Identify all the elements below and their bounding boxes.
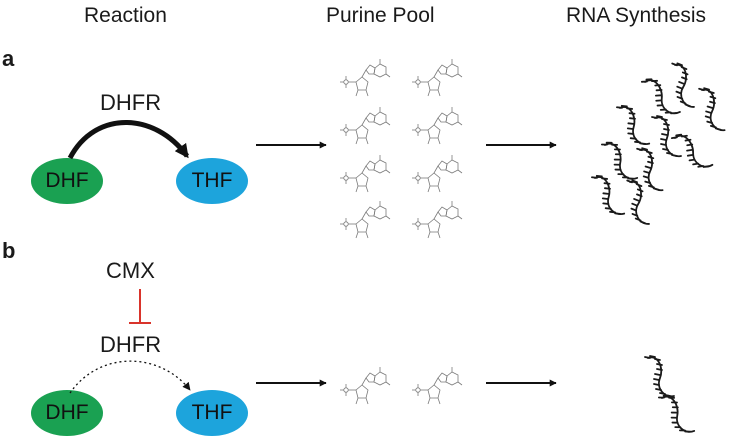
purine-molecule-a xyxy=(412,201,463,239)
panel-a-thf-label: THF xyxy=(191,169,233,192)
rna-strand-a xyxy=(600,141,639,180)
purine-molecule-b xyxy=(412,367,463,405)
rna-strand-a xyxy=(626,179,650,225)
panel-a-thf-node: THF xyxy=(176,158,248,204)
panel-b-dhf-label: DHF xyxy=(45,401,89,424)
rna-strand-a xyxy=(670,133,714,168)
panel-b-enzyme-label: DHFR xyxy=(100,332,162,357)
purine-molecule-a xyxy=(412,59,463,97)
panel-b-thf-node: THF xyxy=(176,390,248,436)
rna-strand-a xyxy=(698,87,726,132)
panel-b-inhibitor-label: CMX xyxy=(106,258,155,283)
purine-molecule-a xyxy=(412,107,463,145)
panel-a-conversion-arrow xyxy=(67,120,190,160)
rna-strand-b xyxy=(644,355,675,398)
panel-a-dhf-label: DHF xyxy=(45,169,89,192)
rna-strand-a xyxy=(671,62,695,108)
rna-strand-a xyxy=(591,174,626,216)
purine-molecule-a xyxy=(340,201,391,239)
rna-strand-a xyxy=(640,78,681,115)
header-purine-pool: Purine Pool xyxy=(326,4,435,27)
panel-b-thf-label: THF xyxy=(191,401,233,424)
rna-strand-a xyxy=(651,115,682,158)
header-rna-synthesis: RNA Synthesis xyxy=(566,4,707,27)
purine-molecule-a xyxy=(340,155,391,193)
purine-molecule-b xyxy=(340,367,391,405)
header-reaction: Reaction xyxy=(84,4,167,27)
panel-b-dhf-node: DHF xyxy=(31,390,103,436)
rna-strand-a xyxy=(616,104,651,146)
rna-strand-a xyxy=(636,147,664,192)
panel-a-dhf-node: DHF xyxy=(31,158,103,204)
panel-b-label: b xyxy=(2,238,16,263)
panel-b-conversion-arrow xyxy=(69,360,191,394)
panel-a-enzyme-label: DHFR xyxy=(100,90,162,115)
panel-a-label: a xyxy=(2,46,15,71)
purine-molecule-a xyxy=(412,155,463,193)
rna-strand-b xyxy=(657,394,696,433)
purine-molecule-a xyxy=(340,107,391,145)
purine-molecule-a xyxy=(340,59,391,97)
